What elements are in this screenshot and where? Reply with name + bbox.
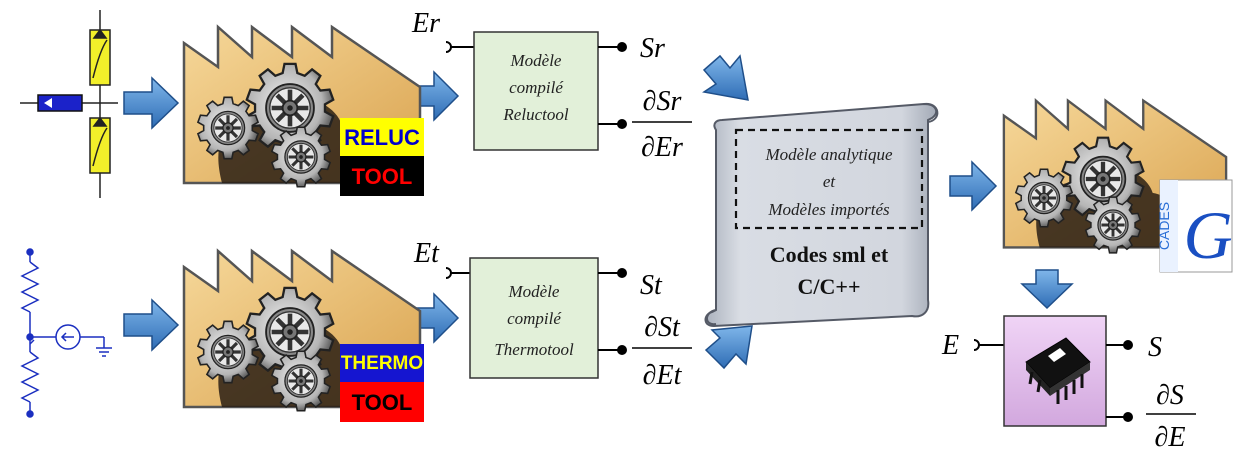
reluctool-model-block: Er Modèle compilé Reluctool Sr ∂Sr ∂Er <box>411 8 692 163</box>
reluc-input-label: Er <box>411 8 440 39</box>
thermo-model-text-1: Modèle <box>508 282 560 301</box>
thermo-badge-top <box>340 344 424 382</box>
thermo-tool-label: TOOL <box>352 390 413 415</box>
thermo-output-label: St <box>640 270 663 301</box>
final-deriv-numerator: ∂S <box>1156 380 1184 411</box>
compiled-component-block: E S ∂S ∂E <box>941 315 1196 452</box>
scroll-code-text-2: C/C++ <box>798 274 861 299</box>
thermotool-model-block: Et Modèle compilé Thermotool St ∂St ∂Et <box>413 238 692 391</box>
thermo-badge-bottom <box>340 382 424 422</box>
reluc-model-text-3: Reluctool <box>502 105 568 124</box>
reluc-deriv-denominator: ∂Er <box>641 132 683 163</box>
reluc-tool-label: TOOL <box>352 164 413 189</box>
reluctance-circuit-schematic <box>20 10 118 198</box>
reluc-badge-top <box>340 118 424 156</box>
reluc-model-text-1: Modèle <box>510 51 562 70</box>
reluc-label: RELUC <box>344 125 420 150</box>
final-output-label: S <box>1148 332 1162 363</box>
thermal-circuit-schematic <box>20 248 112 418</box>
scroll-code-text-1: Codes sml et <box>770 242 889 267</box>
final-deriv-denominator: ∂E <box>1155 422 1186 452</box>
scroll-inner-text-2: et <box>823 172 837 191</box>
cades-g-letter: G <box>1183 197 1232 273</box>
reluc-output-label: Sr <box>640 33 665 64</box>
final-input-label: E <box>941 330 959 361</box>
thermo-model-text-2: compilé <box>507 309 562 328</box>
thermo-input-label: Et <box>413 238 440 269</box>
flow-arrow-cades-to-chip <box>1020 269 1074 310</box>
thermo-model-text-3: Thermotool <box>494 340 574 359</box>
thermo-deriv-denominator: ∂Et <box>643 360 683 391</box>
analytic-model-dashed-box <box>734 128 924 230</box>
reluc-deriv-numerator: ∂Sr <box>643 86 682 117</box>
flow-arrow-circuit1-to-reluc <box>123 76 180 130</box>
flow-arrow-scroll-to-cades <box>949 160 998 212</box>
cades-side-label: CADES <box>1156 202 1172 250</box>
thermo-label: THERMO <box>341 353 423 374</box>
reluc-model-text-2: compilé <box>509 78 564 97</box>
cades-logo-badge: CADES G <box>1156 179 1233 273</box>
flow-arrow-circuit2-to-thermo <box>123 298 180 352</box>
code-scroll: Modèle analytique et Modèles importés Co… <box>704 102 939 328</box>
chip-icon <box>1025 337 1091 404</box>
thermo-tool-badge: THERMO TOOL <box>340 344 424 422</box>
thermo-deriv-numerator: ∂St <box>644 312 681 343</box>
flow-arrow-thermo-model-to-scroll <box>704 325 753 370</box>
scroll-inner-text-3: Modèles importés <box>767 200 890 219</box>
reluc-tool-badge: RELUC TOOL <box>340 118 424 196</box>
scroll-inner-text-1: Modèle analytique <box>765 145 893 164</box>
flow-arrow-reluc-model-to-scroll <box>702 54 749 101</box>
reluc-badge-bottom <box>340 156 424 196</box>
